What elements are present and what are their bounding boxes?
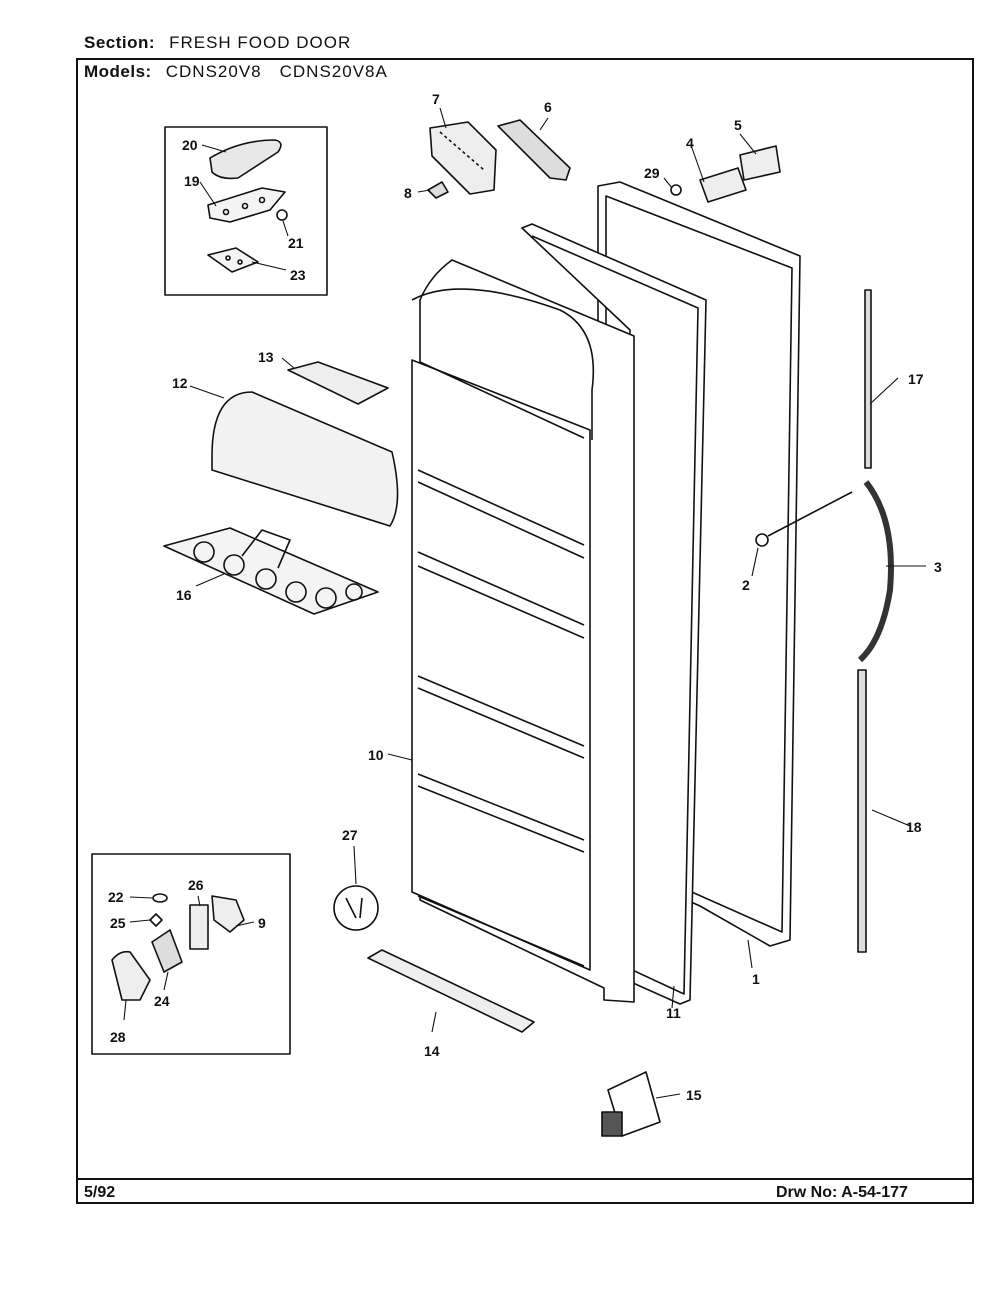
hinge-bracket-lower-part xyxy=(111,950,151,1001)
handle-screw-part xyxy=(755,533,769,547)
hinge-pin-part xyxy=(189,904,209,950)
callout-24: 24 xyxy=(154,993,170,1009)
clip-part xyxy=(427,181,449,199)
callout-29: 29 xyxy=(644,165,660,181)
callout-5: 5 xyxy=(734,117,742,133)
model-2: CDNS20V8A xyxy=(279,62,388,81)
hinge-shim-part xyxy=(207,247,259,273)
bracket-plate-part xyxy=(699,167,747,203)
egg-tray xyxy=(163,527,379,615)
callout-20: 20 xyxy=(182,137,198,153)
bottom-trim-part xyxy=(367,949,535,1033)
callout-8: 8 xyxy=(404,185,412,201)
hinge-inset-box xyxy=(164,126,328,296)
models-label: Models: xyxy=(84,62,152,81)
lower-trim-strip xyxy=(857,669,867,953)
footer-date: 5/92 xyxy=(84,1184,116,1201)
section-header: Section: FRESH FOOD DOOR xyxy=(84,33,369,53)
washer-part xyxy=(152,893,168,903)
callout-25: 25 xyxy=(110,915,126,931)
door-handle xyxy=(857,480,894,663)
callout-15: 15 xyxy=(686,1087,702,1103)
hinge-washer-part xyxy=(276,209,288,221)
callout-13: 13 xyxy=(258,349,274,365)
callout-19: 19 xyxy=(184,173,200,189)
upper-trim-strip xyxy=(864,289,872,469)
closure-cam-part xyxy=(151,929,183,973)
callout-6: 6 xyxy=(544,99,552,115)
plug-part xyxy=(670,184,682,196)
callout-7: 7 xyxy=(432,91,440,107)
model-1: CDNS20V8 xyxy=(165,62,262,81)
dairy-door-part xyxy=(287,361,389,405)
hinge-cover-part xyxy=(209,139,282,180)
callout-27: 27 xyxy=(342,827,358,843)
callout-12: 12 xyxy=(172,375,188,391)
lower-hinge-part xyxy=(211,895,245,933)
handle-leader-line xyxy=(767,491,853,537)
callout-4: 4 xyxy=(686,135,694,151)
nameplate-part xyxy=(739,145,781,181)
callout-18: 18 xyxy=(906,819,922,835)
callout-2: 2 xyxy=(742,577,750,593)
light-socket-part xyxy=(333,885,379,931)
switch-housing-part xyxy=(429,121,497,195)
bushing-part xyxy=(149,913,163,927)
callout-21: 21 xyxy=(288,235,304,251)
callout-14: 14 xyxy=(424,1043,440,1059)
callout-28: 28 xyxy=(110,1029,126,1045)
callout-3: 3 xyxy=(934,559,942,575)
callout-16: 16 xyxy=(176,587,192,603)
callout-17: 17 xyxy=(908,371,924,387)
door-stop-part xyxy=(601,1071,661,1137)
lower-hinge-inset-box xyxy=(91,853,291,1055)
section-label: Section: xyxy=(84,33,156,52)
inner-door-liner xyxy=(411,259,635,1003)
footer-divider xyxy=(78,1178,972,1180)
callout-26: 26 xyxy=(188,877,204,893)
diagram-frame xyxy=(76,58,974,1204)
hinge-bracket-part xyxy=(207,187,286,223)
callout-11: 11 xyxy=(666,1005,681,1021)
callout-1: 1 xyxy=(752,971,760,987)
models-header: Models: CDNS20V8 CDNS20V8A xyxy=(84,62,406,82)
callout-22: 22 xyxy=(108,889,124,905)
callout-9: 9 xyxy=(258,915,266,931)
section-value: FRESH FOOD DOOR xyxy=(169,33,352,52)
drawing-number: Drw No: A-54-177 xyxy=(776,1184,908,1201)
callout-10: 10 xyxy=(368,747,384,763)
dairy-compartment-cover xyxy=(211,391,399,527)
light-switch-part xyxy=(497,119,571,181)
callout-23: 23 xyxy=(290,267,306,283)
